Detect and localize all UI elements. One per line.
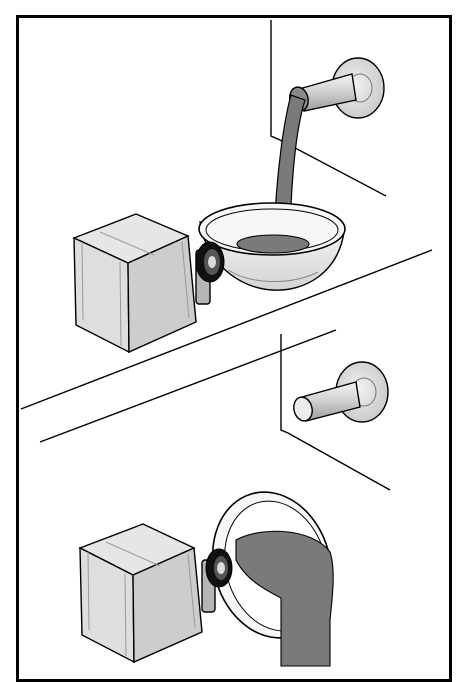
wall-edge (271, 20, 280, 140)
bowl-tilted-up (199, 203, 345, 290)
top-panel (74, 20, 386, 352)
pipe-icon (291, 362, 388, 423)
motor-box (80, 524, 232, 662)
shelf-edge-lower (40, 330, 336, 442)
bottom-panel (80, 334, 390, 666)
wall-floor-line (288, 433, 390, 490)
